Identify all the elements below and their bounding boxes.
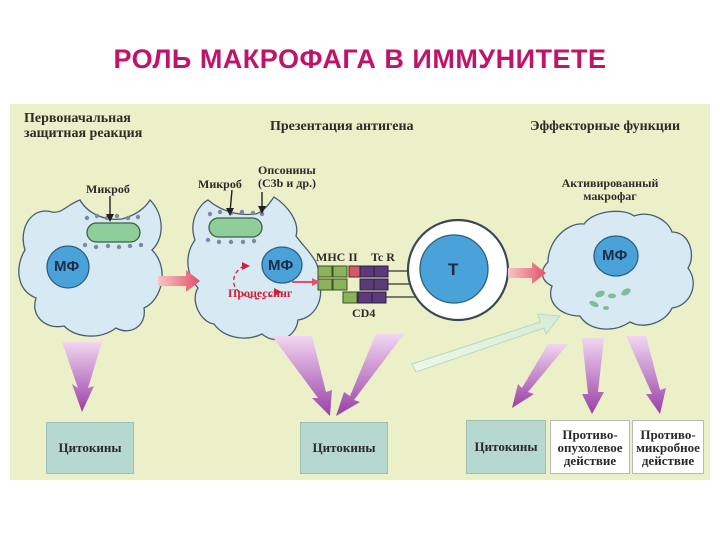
mhc-tcr-complex — [292, 265, 416, 304]
t-cell-label: Т — [448, 260, 459, 279]
processing-label: Процессинг — [228, 286, 293, 300]
macrophage-cell-1 — [18, 196, 163, 337]
cd4-label: CD4 — [352, 306, 376, 320]
microbe-label-1: Микроб — [86, 182, 130, 196]
purple-arrow-4 — [512, 344, 568, 408]
purple-arrow-6 — [626, 336, 666, 414]
page-title: РОЛЬ МАКРОФАГА В ИММУНИТЕТЕ — [113, 44, 607, 74]
t-cell — [406, 218, 510, 322]
macrophage-label-2: МФ — [268, 257, 294, 274]
purple-arrow-2 — [272, 336, 332, 416]
flow-arrow-2 — [508, 262, 546, 284]
macrophage-cell-2 — [187, 189, 322, 341]
opsonins-label: Опсонины (С3b и др.) — [258, 163, 316, 190]
microbe-label-2: Микроб — [198, 177, 242, 191]
stage-header-effector: Эффекторные функции — [530, 119, 681, 134]
tcr-label: Tc R — [371, 250, 395, 264]
antitumor-box: Противо- опухолевое действие — [550, 420, 630, 474]
flow-arrow-1 — [158, 270, 200, 292]
activated-macrophage-label: Активированный макрофаг — [561, 176, 659, 203]
cytokines-box-1: Цитокины — [46, 422, 134, 474]
purple-arrow-5 — [582, 338, 604, 414]
activation-arrow — [411, 313, 561, 373]
stage-header-presentation: Презентация антигена — [270, 119, 414, 134]
purple-arrow-3 — [336, 334, 404, 416]
purple-arrow-1 — [62, 342, 102, 412]
mhc-label: MHC II — [316, 250, 358, 264]
cytokines-box-3: Цитокины — [466, 420, 546, 474]
macrophage-label-1: МФ — [54, 258, 80, 275]
activated-macrophage — [541, 210, 694, 330]
cytokines-box-2: Цитокины — [300, 422, 388, 474]
macrophage-label-3: МФ — [602, 247, 628, 264]
stage-header-initial: Первоначальная защитная реакция — [24, 111, 143, 141]
antimicrobial-box: Противо- микробное действие — [632, 420, 704, 474]
